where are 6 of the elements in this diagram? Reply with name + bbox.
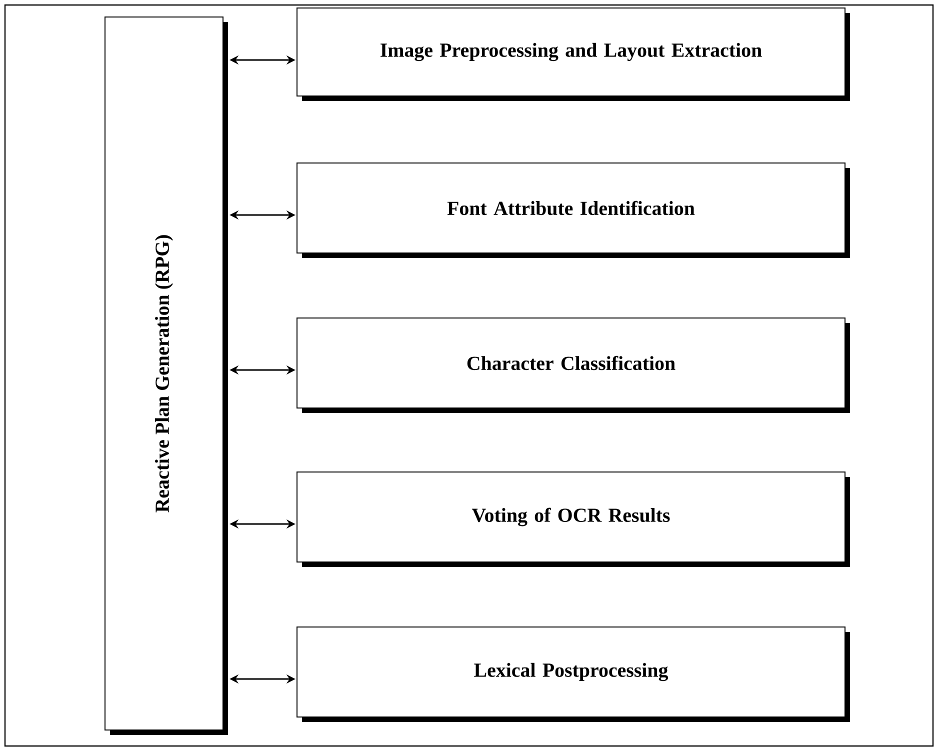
process-box: Character Classification bbox=[296, 318, 850, 413]
process-box: Image Preprocessing and Layout Extraction bbox=[296, 8, 850, 101]
process-box: Voting of OCR Results bbox=[296, 472, 850, 567]
side-box: Reactive Plan Generation (RPG) bbox=[104, 16, 228, 735]
process-box: Lexical Postprocessing bbox=[296, 626, 850, 722]
process-box: Font Attribute Identification bbox=[296, 162, 850, 258]
